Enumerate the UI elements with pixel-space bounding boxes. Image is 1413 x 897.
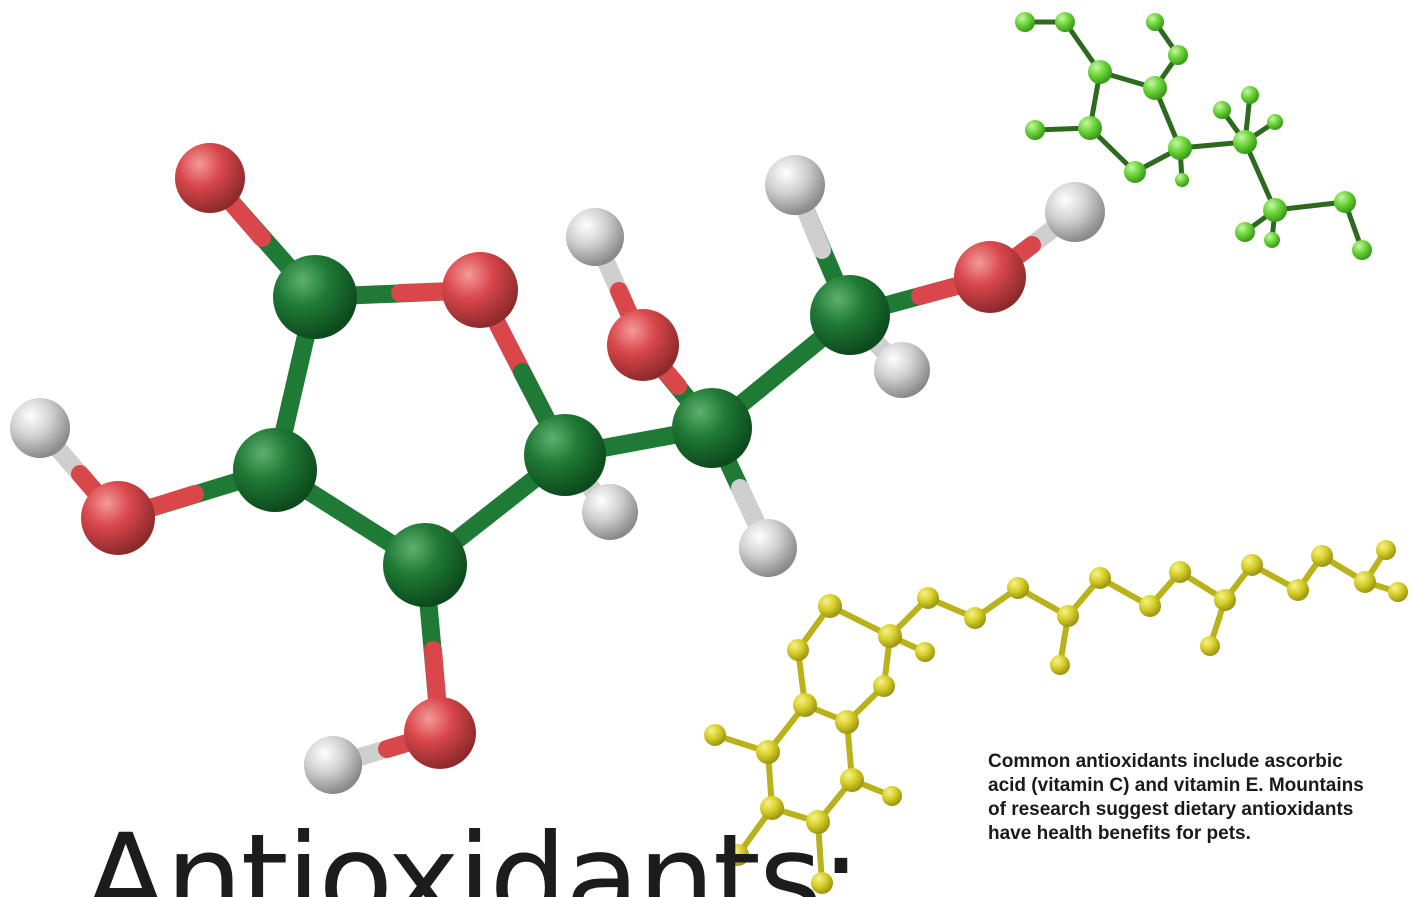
figure-caption: Common antioxidants include ascorbic aci…	[988, 751, 1364, 844]
vitamin-e-atoms	[704, 540, 1408, 894]
small-molecule-atoms	[1015, 12, 1372, 260]
ascorbic-acid-atoms	[10, 143, 1105, 794]
article-headline: Antioxidants:	[84, 808, 862, 897]
